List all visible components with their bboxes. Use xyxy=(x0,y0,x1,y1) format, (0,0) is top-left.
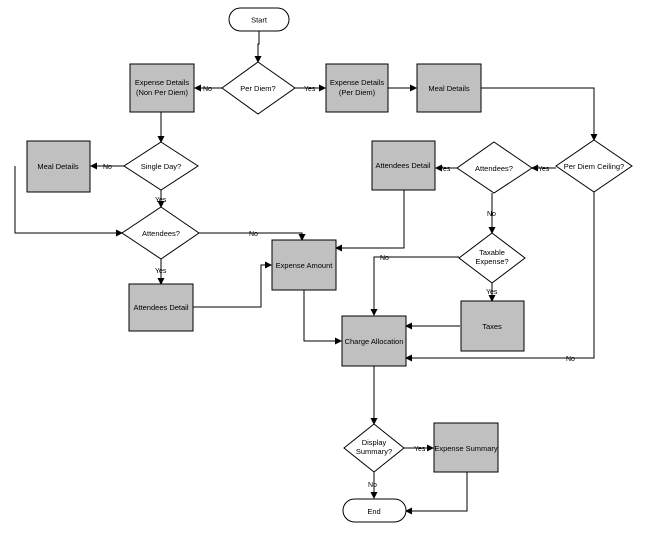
charge-allocation[interactable]: Charge Allocation xyxy=(341,315,407,367)
end-label: End xyxy=(367,507,380,516)
label-display-no: No xyxy=(368,482,377,489)
display-summary-line2: Summary? xyxy=(356,447,392,456)
label-perdiem-yes: Yes xyxy=(304,86,316,93)
taxes-label: Taxes xyxy=(482,322,502,331)
label-perdiem-no: No xyxy=(203,86,212,93)
start-label: Start xyxy=(251,16,268,25)
nodes: Start Per Diem? Expense Details (Non Per… xyxy=(26,7,633,523)
label-ceiling-yes: Yes xyxy=(538,166,550,173)
taxable-expense-decision[interactable]: Taxable Expense? xyxy=(458,232,526,284)
attendees-right-label: Attendees? xyxy=(475,164,513,173)
expense-details-per-diem[interactable]: Expense Details (Per Diem) xyxy=(325,63,389,113)
expense-non-per-diem-line1: Expense Details xyxy=(135,78,189,87)
expense-details-non-per-diem[interactable]: Expense Details (Non Per Diem) xyxy=(129,63,195,113)
edge-ceiling-no xyxy=(405,192,595,362)
per-diem-ceiling-decision[interactable]: Per Diem Ceiling? xyxy=(555,139,633,193)
attendees-right-decision[interactable]: Attendees? xyxy=(456,141,533,194)
edge-labels: No Yes No Yes No Yes Yes No Yes No No Ye… xyxy=(103,86,575,489)
edge-taxable-no xyxy=(370,256,459,316)
attendees-left-decision[interactable]: Attendees? xyxy=(121,206,200,260)
edge-attendees-left-no xyxy=(199,232,306,241)
display-summary-line1: Display xyxy=(362,438,387,447)
attendees-detail-right-label: Attendees Detail xyxy=(375,161,430,170)
attendees-left-label: Attendees? xyxy=(142,229,180,238)
edge-detail-right-amount xyxy=(335,190,405,252)
end-terminator[interactable]: End xyxy=(342,498,407,523)
label-taxable-yes: Yes xyxy=(486,289,498,296)
per-diem-decision[interactable]: Per Diem? xyxy=(221,61,296,115)
label-singleday-no: No xyxy=(103,164,112,171)
expense-summary-label: Expense Summary xyxy=(434,444,498,453)
edge-amount-charge xyxy=(303,290,342,345)
edge-start-perdiem xyxy=(254,31,262,63)
expense-summary[interactable]: Expense Summary xyxy=(433,422,499,473)
attendees-detail-right[interactable]: Attendees Detail xyxy=(371,140,436,191)
expense-amount[interactable]: Expense Amount xyxy=(271,239,337,291)
label-attendees-right-yes: Yes xyxy=(439,166,451,173)
label-display-yes: Yes xyxy=(414,446,426,453)
single-day-decision[interactable]: Single Day? xyxy=(123,141,199,191)
label-singleday-yes: Yes xyxy=(155,197,167,204)
label-attendees-left-yes: Yes xyxy=(155,268,167,275)
label-ceiling-no: No xyxy=(566,356,575,363)
meal-details-left-label: Meal Details xyxy=(37,162,79,171)
display-summary-decision[interactable]: Display Summary? xyxy=(343,423,405,473)
per-diem-label: Per Diem? xyxy=(240,84,275,93)
expense-amount-label: Expense Amount xyxy=(276,261,334,270)
edges xyxy=(14,31,598,515)
edge-detail-left-amount xyxy=(193,261,272,308)
taxable-expense-line1: Taxable xyxy=(479,248,505,257)
attendees-detail-left-label: Attendees Detail xyxy=(133,303,188,312)
single-day-label: Single Day? xyxy=(141,162,181,171)
expense-per-diem-line2: (Per Diem) xyxy=(339,88,376,97)
expense-per-diem-line1: Expense Details xyxy=(330,78,384,87)
label-attendees-right-no: No xyxy=(487,211,496,218)
taxable-expense-line2: Expense? xyxy=(475,257,508,266)
meal-details-top-label: Meal Details xyxy=(428,84,470,93)
edge-summary-end xyxy=(405,472,468,515)
edge-meal-ceiling xyxy=(481,87,598,141)
start-terminator[interactable]: Start xyxy=(228,7,290,32)
attendees-detail-left[interactable]: Attendees Detail xyxy=(128,283,194,332)
taxes[interactable]: Taxes xyxy=(460,300,525,352)
meal-details-top[interactable]: Meal Details xyxy=(416,63,482,113)
charge-allocation-label: Charge Allocation xyxy=(345,337,404,346)
expense-non-per-diem-line2: (Non Per Diem) xyxy=(136,88,189,97)
label-taxable-no: No xyxy=(380,255,389,262)
edge-meal-attendees xyxy=(14,166,123,237)
label-attendees-left-no: No xyxy=(249,231,258,238)
per-diem-ceiling-label: Per Diem Ceiling? xyxy=(564,162,624,171)
meal-details-left[interactable]: Meal Details xyxy=(26,140,91,193)
